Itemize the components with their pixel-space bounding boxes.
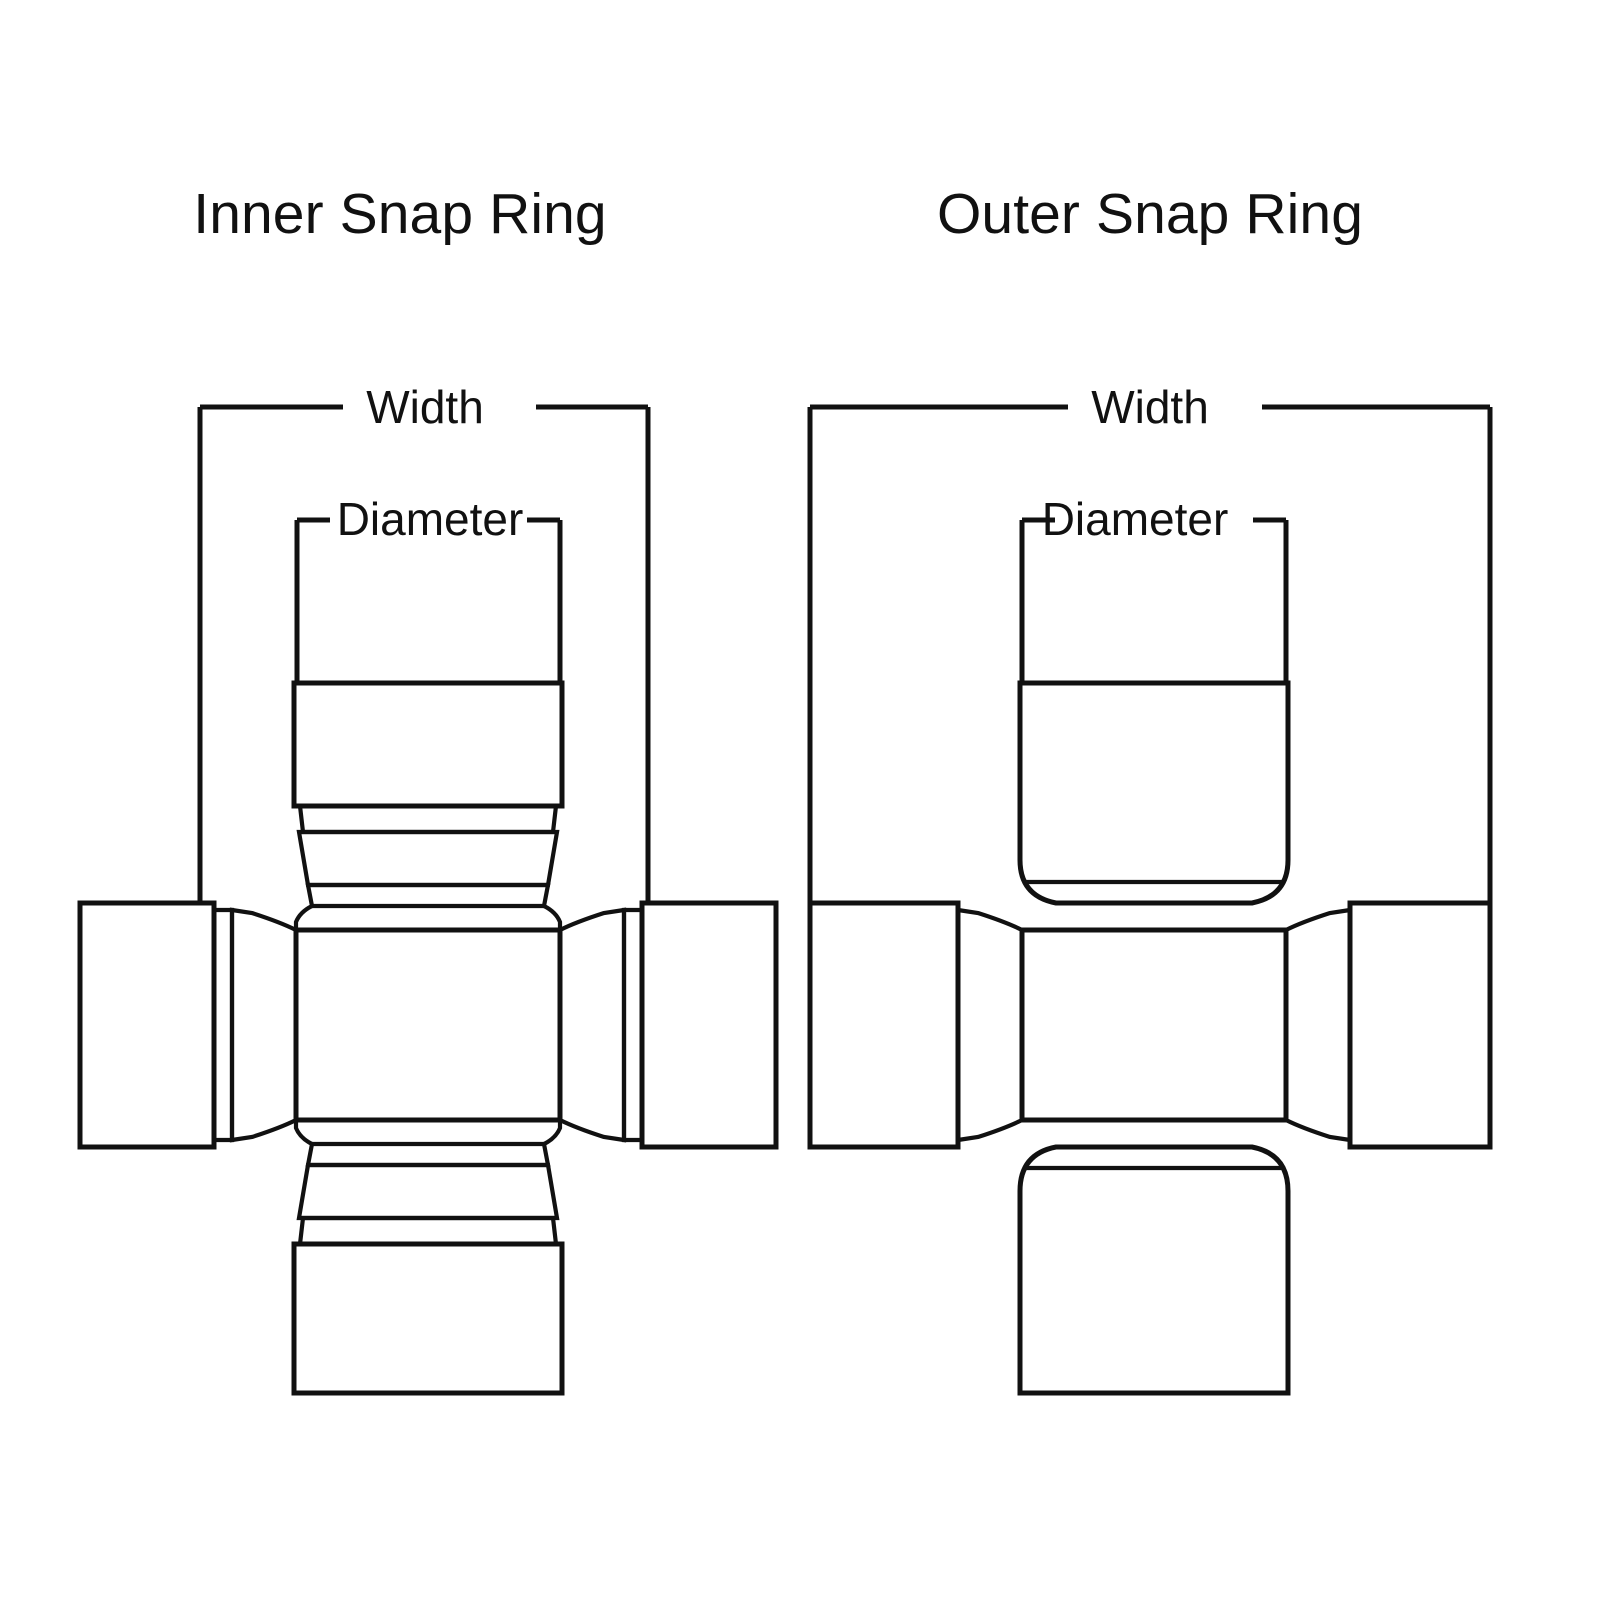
page-title-outer-snap-ring: Outer Snap Ring [936,182,1364,246]
diameter-dimension-bracket-left [294,517,563,683]
dimension-label-width-right: Width [1035,384,1265,430]
left-bearing-cap-right [807,900,1023,1150]
bottom-bearing-cap-left [291,1120,565,1396]
dimension-label-diameter-left: Diameter [300,496,560,542]
width-dimension-bracket-left [197,404,651,901]
diagram-outer-snap-ring [807,404,1493,1396]
right-bearing-cap-left [557,900,779,1150]
top-bearing-cap-left [291,680,565,930]
diagram-inner-snap-ring [77,404,779,1396]
cross-center-block-left [293,927,563,1123]
top-bearing-cap-right [1017,680,1291,906]
right-bearing-cap-right [1285,900,1493,1150]
width-dimension-bracket-right [807,404,1493,901]
bottom-bearing-cap-right [1017,1144,1291,1396]
dimension-label-width-left: Width [310,384,540,430]
diameter-dimension-bracket-right [1019,517,1289,683]
cross-center-block-right [1019,927,1289,1123]
page-title-inner-snap-ring: Inner Snap Ring [193,182,607,246]
left-bearing-cap-left [77,900,299,1150]
